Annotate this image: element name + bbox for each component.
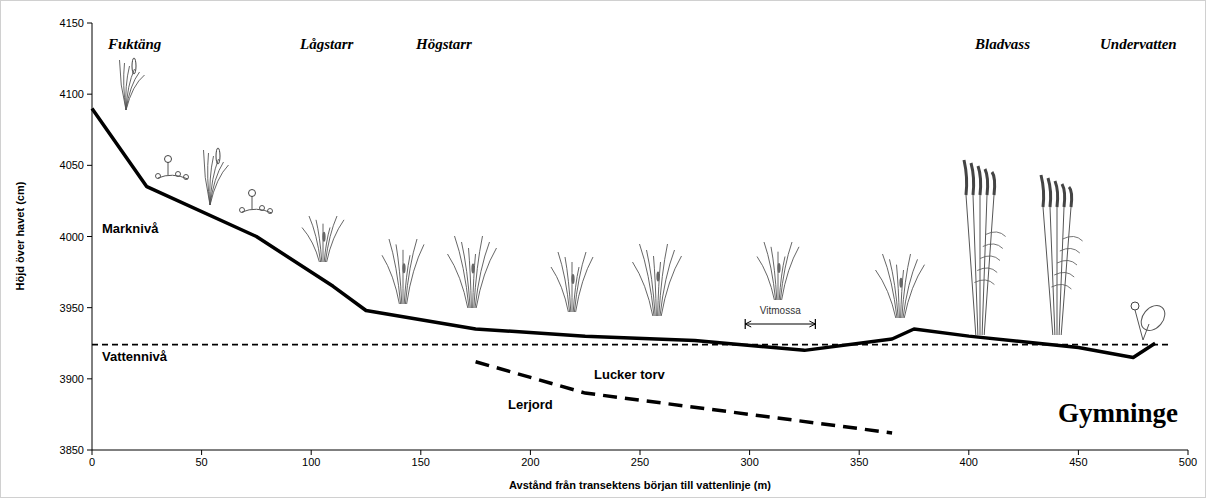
grass-drawing — [120, 58, 145, 110]
profile-lines — [92, 108, 1170, 433]
zone-label: Undervatten — [1100, 36, 1177, 53]
y-tick — [87, 165, 92, 166]
x-tick — [1188, 450, 1189, 455]
x-tick — [201, 450, 202, 455]
x-tick — [640, 450, 641, 455]
grass-drawing — [204, 148, 229, 205]
clover-drawing — [156, 156, 189, 180]
plant-drawings — [120, 58, 1170, 340]
site-name: Gymninge — [1058, 398, 1178, 429]
water-level-line — [92, 344, 1170, 346]
x-tick — [530, 450, 531, 455]
x-tick — [1078, 450, 1079, 455]
sedge-drawing — [382, 239, 424, 304]
soil-label: Lerjord — [508, 398, 553, 413]
zone-label: Lågstarr — [300, 36, 353, 53]
sedge-drawing — [302, 216, 344, 262]
tick-label: 100 — [302, 456, 320, 469]
axis-title: Höjd över havet (cm) — [14, 182, 27, 291]
tick-label: 4100 — [60, 88, 84, 101]
tick-label: 3900 — [60, 373, 84, 386]
ground-level-line — [92, 108, 1155, 357]
tick-label: 350 — [850, 456, 868, 469]
tick-label: 400 — [960, 456, 978, 469]
tick-label: 500 — [1179, 456, 1197, 469]
tick-label: 4000 — [60, 230, 84, 243]
reed-drawing — [964, 160, 1006, 335]
tick-label: 150 — [412, 456, 430, 469]
zone-label: Fuktäng — [108, 36, 161, 53]
tick-label: 4050 — [60, 159, 84, 172]
zone-label: Högstarr — [416, 36, 472, 53]
tick-label: 0 — [89, 456, 95, 469]
tick-label: 3950 — [60, 301, 84, 314]
x-tick — [749, 450, 750, 455]
y-tick — [87, 378, 92, 379]
sedge-drawing — [551, 252, 593, 312]
sedge-drawing — [633, 244, 682, 316]
sedge-drawing — [448, 236, 497, 308]
tick-label: 200 — [521, 456, 539, 469]
clover-drawing — [240, 190, 273, 214]
tick-label: 50 — [195, 456, 207, 469]
reed-drawing — [1041, 175, 1083, 335]
y-tick — [87, 307, 92, 308]
tick-label: 450 — [1069, 456, 1087, 469]
moss-label: Vitmossa — [760, 305, 801, 317]
tick-label: 300 — [740, 456, 758, 469]
soil-label: Lucker torv — [594, 368, 665, 383]
aquatic-plant-drawing — [1131, 301, 1170, 340]
x-tick — [92, 450, 93, 455]
tick-label: 4150 — [60, 17, 84, 30]
x-tick — [420, 450, 421, 455]
axes — [87, 23, 1188, 455]
sedge-drawing — [757, 242, 799, 300]
y-tick — [87, 236, 92, 237]
x-tick — [968, 450, 969, 455]
y-tick — [87, 23, 92, 24]
clay-boundary-line — [476, 362, 892, 433]
water-level-label: Vattennivå — [102, 350, 167, 365]
tick-label: 3850 — [60, 444, 84, 457]
x-tick — [859, 450, 860, 455]
zone-label: Bladvass — [975, 36, 1030, 53]
y-tick — [87, 450, 92, 451]
sedge-drawing — [876, 254, 925, 318]
x-tick — [311, 450, 312, 455]
axis-title: Avstånd från transektens början till vat… — [509, 479, 771, 492]
moss-bracket — [745, 319, 815, 329]
ground-level-label: Marknivå — [102, 222, 158, 237]
tick-label: 250 — [631, 456, 649, 469]
y-tick — [87, 94, 92, 95]
